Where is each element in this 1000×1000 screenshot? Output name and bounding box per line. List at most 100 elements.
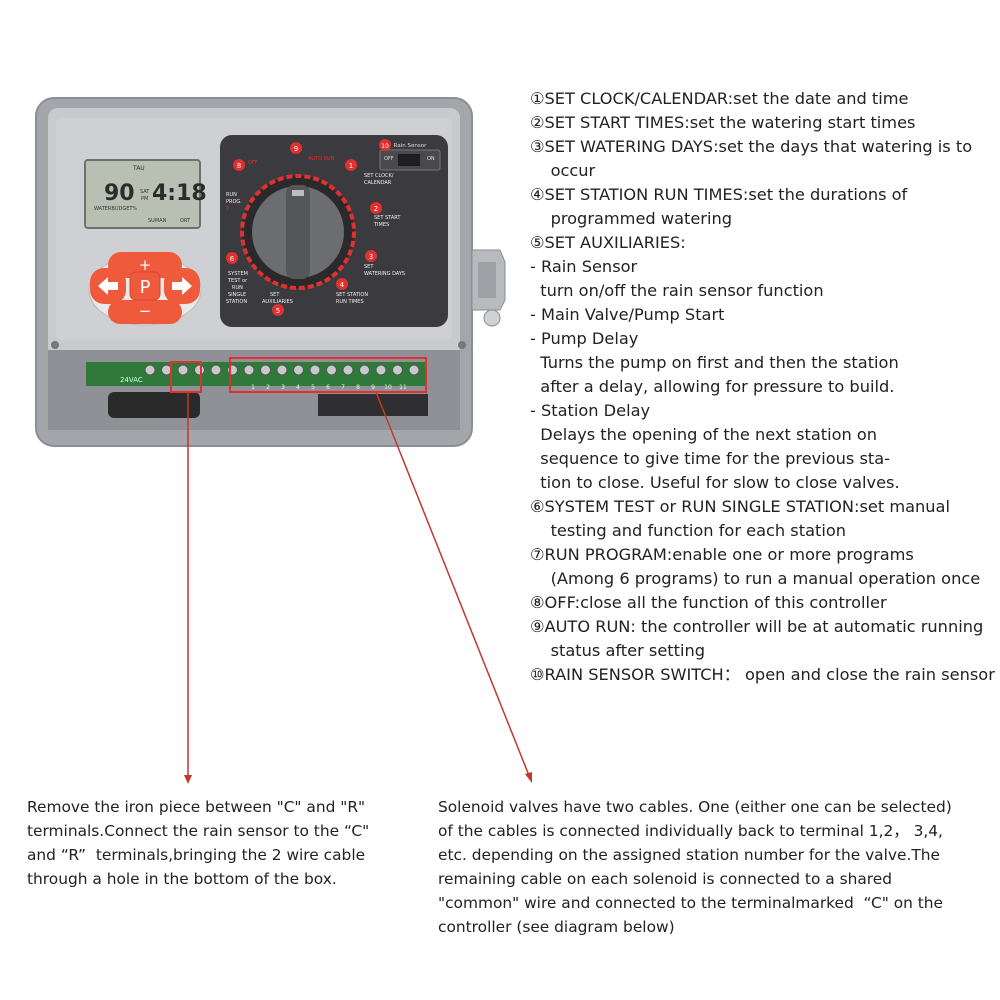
- num-2: 2: [374, 205, 378, 213]
- annotation-line: ③SET WATERING DAYS:set the days that wat…: [530, 137, 973, 156]
- terminal-number: 3: [281, 384, 285, 391]
- annotation-line: status after setting: [530, 641, 706, 660]
- terminal-screw: [408, 364, 420, 376]
- switch-on-label: ON: [427, 156, 435, 162]
- annotation-list: ①SET CLOCK/CALENDAR:set the date and tim…: [530, 87, 995, 687]
- label-start: SET START: [374, 215, 401, 221]
- keypad-up-label: +: [139, 256, 152, 274]
- label-set-clock: SET CLOCK/: [364, 173, 394, 179]
- terminal-screw: [326, 364, 337, 376]
- num-8: 8: [237, 162, 241, 170]
- rain-sensor-text-line: through a hole in the bottom of the box.: [27, 870, 337, 888]
- arrow-right-icon: [172, 277, 192, 295]
- terminal-block: [86, 362, 426, 386]
- label-single: SINGLE: [228, 292, 246, 298]
- annotation-line: programmed watering: [530, 209, 732, 228]
- keypad-up-button[interactable]: [108, 252, 182, 278]
- label-system: SYSTEM: [228, 271, 248, 277]
- lcd-screen: TAU 90 4:18 SAT PM WATERBUDGET% SUMAN OR…: [84, 159, 207, 229]
- terminal-screw: [210, 364, 222, 376]
- annotation-line: testing and function for each station: [530, 521, 847, 540]
- keypad-program-label: P: [140, 277, 151, 298]
- terminal-number: 2: [266, 384, 270, 391]
- annotation-line: ④SET STATION RUN TIMES:set the durations…: [530, 185, 908, 204]
- rain-sensor-switch[interactable]: [398, 154, 420, 166]
- label-off: OFF: [248, 160, 258, 166]
- annotation-line: ⑩RAIN SENSOR SWITCH： open and close the …: [530, 665, 995, 684]
- annotation-line: after a delay, allowing for pressure to …: [530, 377, 895, 396]
- pointer-arrows: [184, 391, 532, 784]
- terminal-screw: [177, 364, 189, 376]
- rain-sensor-text-line: terminals.Connect the rain sensor to the…: [27, 822, 370, 840]
- label-24v: 24VAC: [120, 376, 143, 384]
- label-test-or: TEST or: [227, 278, 248, 284]
- label-prog: PROG.: [226, 199, 242, 205]
- terminal-screw: [243, 364, 255, 376]
- terminal-screw: [359, 364, 370, 376]
- label-times: TIMES: [373, 222, 389, 228]
- annotation-line: ⑧OFF:close all the function of this cont…: [530, 593, 887, 612]
- num-9: 9: [294, 145, 298, 153]
- solenoid-text-line: "common" wire and connected to the termi…: [438, 894, 944, 912]
- rain-sensor-text-line: and “R” terminals,bringing the 2 wire ca…: [27, 846, 366, 864]
- terminal-number: 5: [311, 384, 315, 391]
- annotation-line: - Pump Delay: [530, 329, 639, 348]
- terminal-number: 1: [251, 384, 255, 391]
- solenoid-text-line: remaining cable on each solenoid is conn…: [438, 870, 893, 888]
- label-calendar: CALENDAR: [364, 180, 392, 186]
- keypad-program-button[interactable]: [129, 271, 161, 301]
- rain-sensor-label: Rain Sensor: [394, 143, 427, 149]
- terminal-screw: [309, 364, 321, 376]
- keypad-down-button[interactable]: [108, 300, 182, 324]
- lcd-bottom2: ORT: [180, 218, 191, 224]
- annotation-line: - Station Delay: [530, 401, 651, 420]
- annotation-line: turn on/off the rain sensor function: [530, 281, 824, 300]
- solenoid-text-line: etc. depending on the assigned station n…: [438, 846, 940, 864]
- battery: [108, 392, 200, 418]
- num-10: 10: [381, 143, 389, 150]
- label-run-prog: RUN: [226, 192, 237, 198]
- annotation-line: ⑤SET AUXILIARIES:: [530, 233, 686, 252]
- annotation-line: Turns the pump on first and then the sta…: [530, 353, 899, 372]
- label-watering-days: WATERING DAYS: [364, 271, 405, 277]
- annotation-line: (Among 6 programs) to run a manual opera…: [530, 569, 981, 588]
- highlight-c-r-terminals: [170, 361, 202, 393]
- terminal-number: 8: [356, 384, 360, 391]
- annotation-line: ①SET CLOCK/CALENDAR:set the date and tim…: [530, 89, 909, 108]
- lcd-pm: PM: [141, 196, 148, 202]
- num-7: 7: [226, 206, 229, 212]
- solenoid-instructions: Solenoid valves have two cables. One (ei…: [438, 795, 983, 939]
- lcd-right-digits: 4:18: [152, 181, 207, 206]
- annotation-line: ⑥SYSTEM TEST or RUN SINGLE STATION:set m…: [530, 497, 950, 516]
- label-set-station: SET STATION: [336, 292, 368, 298]
- lcd-top-text: TAU: [132, 165, 145, 172]
- solenoid-text-line: Solenoid valves have two cables. One (ei…: [438, 798, 952, 816]
- terminal-screw: [276, 364, 288, 376]
- terminal-number: 7: [341, 384, 345, 391]
- dial-panel: Rain Sensor OFF ON 10 9 AUTO RUN 8 OFF 1…: [220, 135, 448, 327]
- solenoid-text-line: of the cables is connected individually …: [438, 822, 943, 840]
- terminal-screw: [342, 364, 354, 376]
- label-run-times: RUN TIMES: [336, 299, 364, 305]
- annotation-line: Delays the opening of the next station o…: [530, 425, 878, 444]
- terminal-number: 6: [326, 384, 330, 391]
- terminal-screw: [375, 364, 387, 376]
- terminal-screw: [194, 364, 205, 376]
- keypad-down-label: −: [139, 302, 152, 320]
- terminal-number: 9: [371, 384, 375, 391]
- switch-off-label: OFF: [384, 156, 394, 162]
- label-station: STATION: [226, 299, 247, 305]
- lcd-sub-left: WATERBUDGET%: [94, 206, 137, 212]
- label-auxiliaries: AUXILIARIES: [262, 299, 293, 305]
- label-auto-run: AUTO RUN: [308, 156, 335, 162]
- terminal-number: 4: [296, 384, 300, 391]
- num-4: 4: [340, 281, 345, 289]
- annotation-line: tion to close. Useful for slow to close …: [530, 473, 900, 492]
- terminal-number: 10: [384, 384, 392, 391]
- rain-sensor-text-line: Remove the iron piece between "C" and "R…: [27, 798, 366, 816]
- annotation-line: sequence to give time for the previous s…: [530, 449, 891, 468]
- label-set-days: SET: [364, 264, 374, 270]
- num-6: 6: [230, 255, 235, 263]
- annotation-line: ⑦RUN PROGRAM:enable one or more programs: [530, 545, 914, 564]
